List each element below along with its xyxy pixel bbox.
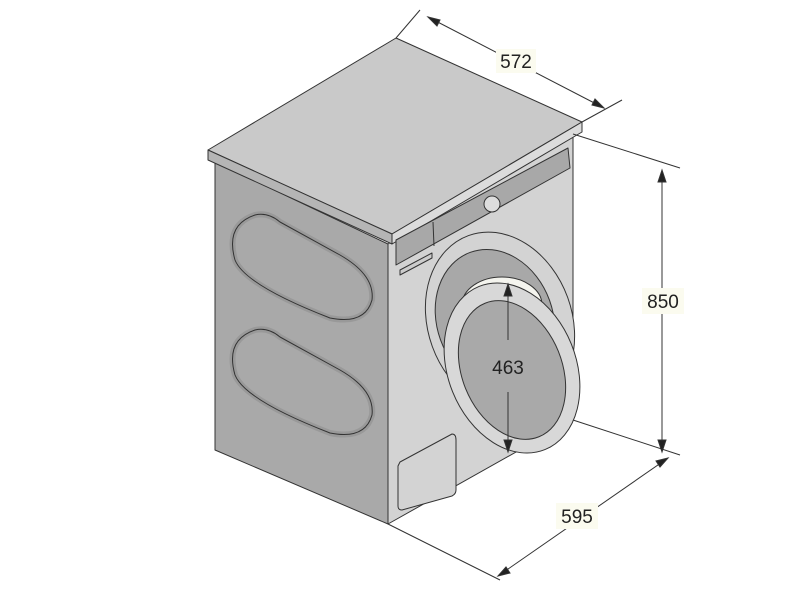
width-label: 595 bbox=[561, 507, 593, 528]
control-panel bbox=[395, 147, 571, 266]
detergent-drawer-handle bbox=[399, 252, 433, 276]
height-label: 850 bbox=[647, 292, 679, 313]
program-knob bbox=[483, 195, 501, 213]
machine-top-edge-front bbox=[391, 121, 583, 245]
door-diameter-label: 463 bbox=[492, 358, 524, 379]
depth-label: 572 bbox=[500, 52, 532, 73]
service-hatch bbox=[397, 433, 457, 511]
door-glass bbox=[457, 300, 567, 440]
